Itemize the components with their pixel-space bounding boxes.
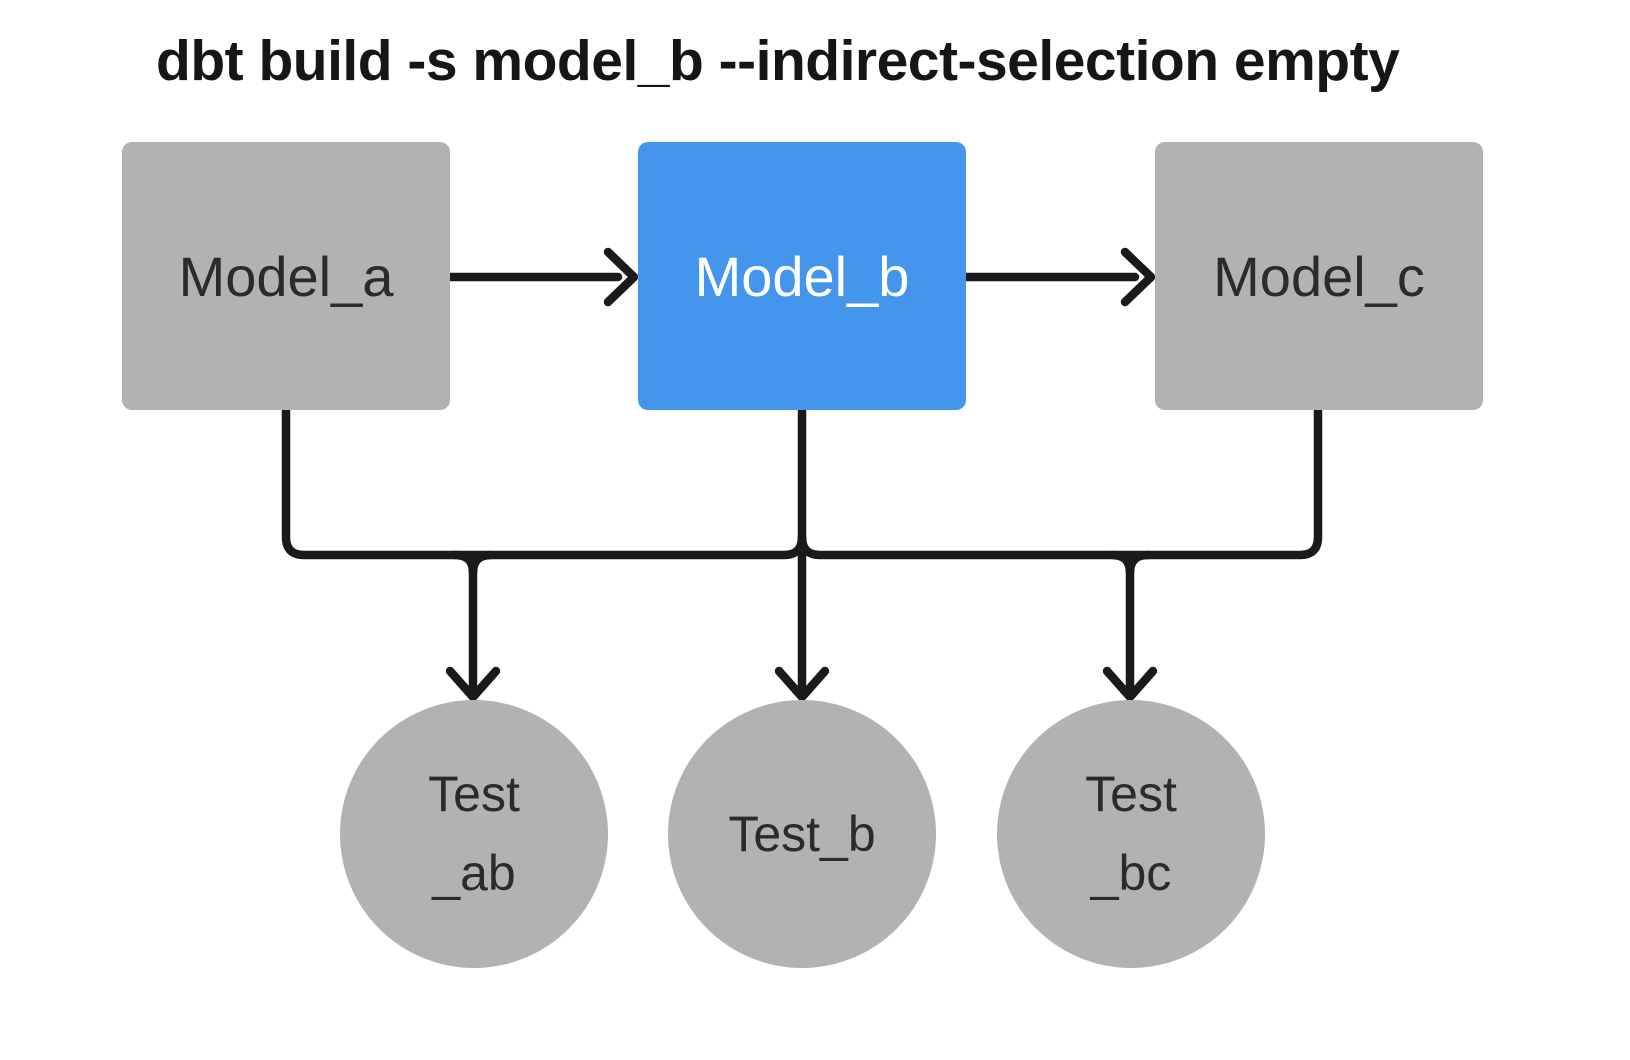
arrowhead-model_b bbox=[603, 247, 639, 307]
node-test-ab-label-line2: _ab bbox=[432, 845, 516, 901]
node-model-b-label: Model_b bbox=[694, 244, 910, 308]
arrowhead-test_ab bbox=[445, 666, 501, 702]
edge-model_a-bus-left bbox=[281, 405, 807, 560]
node-test-bc: Test _bc bbox=[997, 700, 1265, 968]
node-model-a-label: Model_a bbox=[178, 244, 394, 308]
arrowhead-test_bc bbox=[1102, 666, 1158, 702]
arrowhead-model_c bbox=[1120, 247, 1156, 307]
node-test-bc-label-line1: Test bbox=[1085, 766, 1177, 822]
node-test-ab-label-line1: Test bbox=[428, 766, 520, 822]
node-model-c-label: Model_c bbox=[1213, 244, 1425, 308]
node-model-a: Model_a bbox=[122, 142, 450, 410]
node-model-c: Model_c bbox=[1155, 142, 1483, 410]
diagram-title: dbt build -s model_b --indirect-selectio… bbox=[156, 29, 1400, 93]
edge-bus-test_bc-shoulder bbox=[1125, 550, 1153, 578]
arrowhead-test_b bbox=[774, 666, 830, 702]
node-test-bc-label-line2: _bc bbox=[1090, 845, 1172, 901]
edge-model_c-bus-right bbox=[797, 405, 1323, 560]
node-model-b-selected: Model_b bbox=[638, 142, 966, 410]
node-test-b-label-line1: Test_b bbox=[728, 805, 876, 862]
node-test-ab: Test _ab bbox=[340, 700, 608, 968]
node-test-b: Test_b bbox=[668, 700, 936, 968]
edge-bus-test_ab-shoulder bbox=[468, 550, 496, 578]
